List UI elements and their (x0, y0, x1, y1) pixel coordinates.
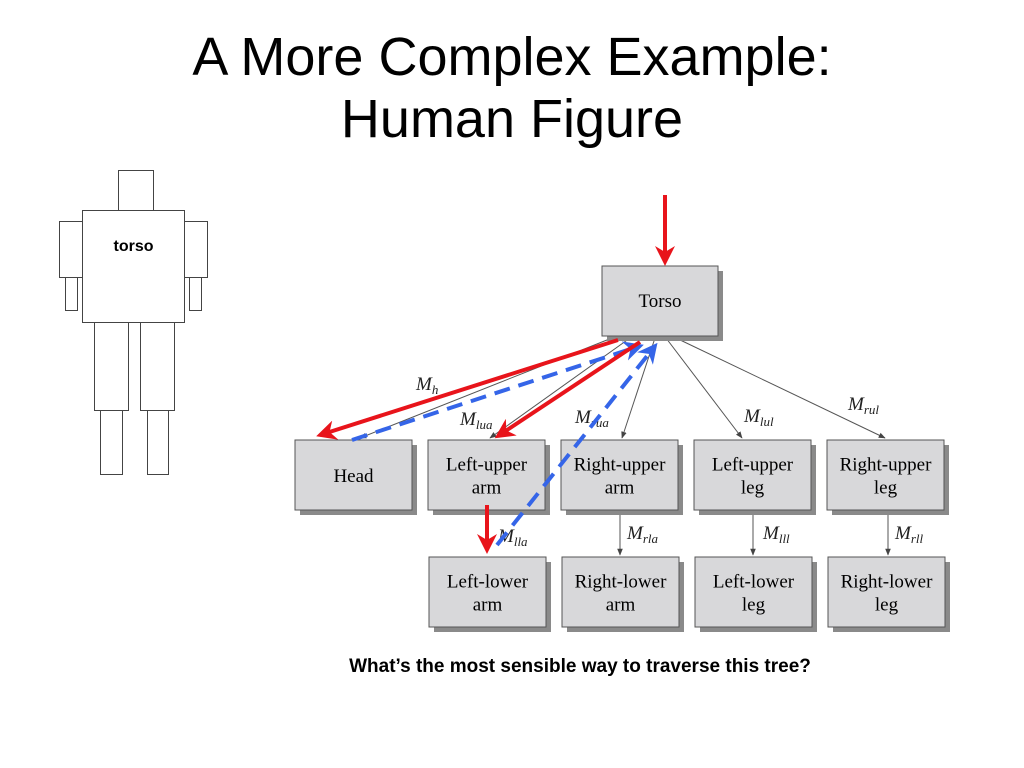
edge-torso-left-upper-leg (665, 337, 743, 439)
edge-label-right-upper-leg: Mrul (847, 394, 879, 417)
node-right-upper-leg-label-line-2: leg (874, 478, 898, 499)
figure-left-upper-arm (59, 221, 83, 278)
edge-label-head: Mh (415, 374, 438, 397)
node-left-lower-arm-label-line-1: Left-lower (447, 572, 529, 593)
blue-dashed-from-head (351, 341, 644, 442)
node-right-upper-leg-label-line-1: Right-upper (840, 455, 932, 476)
grandchild-nodes: Left-lowerarmRight-lowerarmLeft-lowerleg… (428, 556, 950, 632)
node-head-label-line-1: Head (333, 466, 374, 487)
edge-label-left-lower-leg: Mlll (762, 523, 790, 546)
node-left-upper-leg-label-line-2: leg (741, 478, 765, 499)
node-torso: Torso (601, 265, 723, 341)
node-right-lower-arm-label-line-1: Right-lower (575, 572, 667, 593)
node-right-lower-arm-label-line-2: arm (606, 595, 636, 616)
slide-title-line-1: A More Complex Example: (192, 27, 832, 87)
edge-label-left-upper-leg: Mlul (743, 406, 774, 429)
node-left-lower-arm-label-line-2: arm (473, 595, 503, 616)
figure-right-lower-leg (147, 410, 169, 475)
node-right-lower-leg-label-line-2: leg (875, 595, 899, 616)
edge-label-right-lower-arm: Mrla (626, 523, 658, 546)
red-arrow-to-left-upper-arm (494, 340, 642, 439)
figure-right-upper-leg (140, 322, 175, 411)
slide-title: A More Complex Example: Human Figure (0, 26, 1024, 150)
figure-left-lower-arm (65, 277, 78, 311)
node-left-upper-arm-label-line-1: Left-upper (446, 455, 528, 476)
node-right-upper-arm-label-line-1: Right-upper (574, 455, 666, 476)
node-torso-label: Torso (638, 291, 681, 312)
edge-label-right-lower-leg: Mrll (894, 523, 923, 546)
node-left-lower-leg-label-line-1: Left-lower (713, 572, 795, 593)
figure-right-upper-arm (184, 221, 208, 278)
edge-torso-right-upper-leg (675, 337, 886, 439)
node-left-upper-leg-label-line-1: Left-upper (712, 455, 794, 476)
child-nodes: HeadLeft-upperarmRight-upperarmLeft-uppe… (294, 439, 949, 515)
node-left-lower-leg-label-line-2: leg (742, 595, 766, 616)
red-arrow-to-head (316, 338, 619, 440)
figure-torso-label: torso (113, 238, 154, 255)
blue-dashed-from-left-lower-arm (495, 342, 658, 547)
node-head: Head (294, 439, 417, 515)
figure-left-lower-leg (100, 410, 123, 475)
traversal-question: What’s the most sensible way to traverse… (349, 656, 811, 677)
figure-right-lower-arm (189, 277, 202, 311)
node-left-upper-arm-label-line-2: arm (472, 478, 502, 499)
figure-left-upper-leg (94, 322, 129, 411)
slide-title-line-2: Human Figure (340, 89, 684, 149)
traversal-arrows (316, 195, 675, 554)
edge-torso-left-upper-arm (489, 337, 631, 439)
node-right-lower-leg-label-line-1: Right-lower (841, 572, 933, 593)
node-right-upper-arm-label-line-2: arm (605, 478, 635, 499)
edge-label-left-upper-arm: Mlua (459, 409, 493, 432)
